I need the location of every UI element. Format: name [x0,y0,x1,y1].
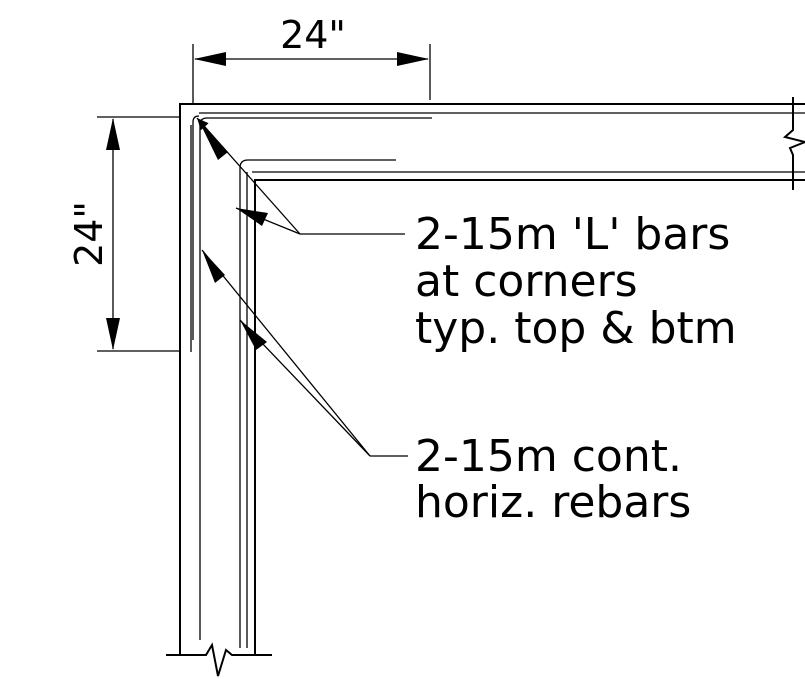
right-break-line[interactable] [782,97,805,190]
l-bars-arrow-2 [236,208,268,226]
top-dimension: 24" [192,13,431,104]
horiz-rebars-line-2: horiz. rebars [415,477,691,528]
left-dimension-label: 24" [67,201,111,267]
l-bars-line-1: 2-15m 'L' bars [415,209,730,260]
left-dim-arrow-bottom [106,318,120,350]
horiz-rebars-line-1: 2-15m cont. [415,431,682,482]
wall-outline [179,103,805,655]
outer-face [179,103,805,655]
l-bars-arrow-1 [198,119,228,160]
outer-corner-link [192,115,200,340]
left-dim-arrow-top [106,118,120,150]
top-dim-arrow-left [194,52,226,66]
callout-horiz-rebars: 2-15m cont. horiz. rebars [201,249,691,528]
break-symbols [166,97,805,677]
bottom-break-line[interactable] [166,642,272,677]
horiz-leader-1 [201,249,371,457]
horiz-arrow-1 [202,250,225,283]
inner-face [254,179,805,655]
top-dimension-label: 24" [280,13,346,57]
left-dimension: 24" [67,116,180,352]
top-dim-arrow-right [397,52,429,66]
callout-l-bars: 2-15m 'L' bars at corners typ. top & btm [196,117,737,354]
l-bars-line-2: at corners [415,256,638,307]
l-bars-line-3: typ. top & btm [415,303,737,354]
horiz-arrow-2 [240,320,267,350]
outer-l-bar [199,117,432,640]
inner-l-bar [239,159,396,648]
rebars [190,112,805,648]
